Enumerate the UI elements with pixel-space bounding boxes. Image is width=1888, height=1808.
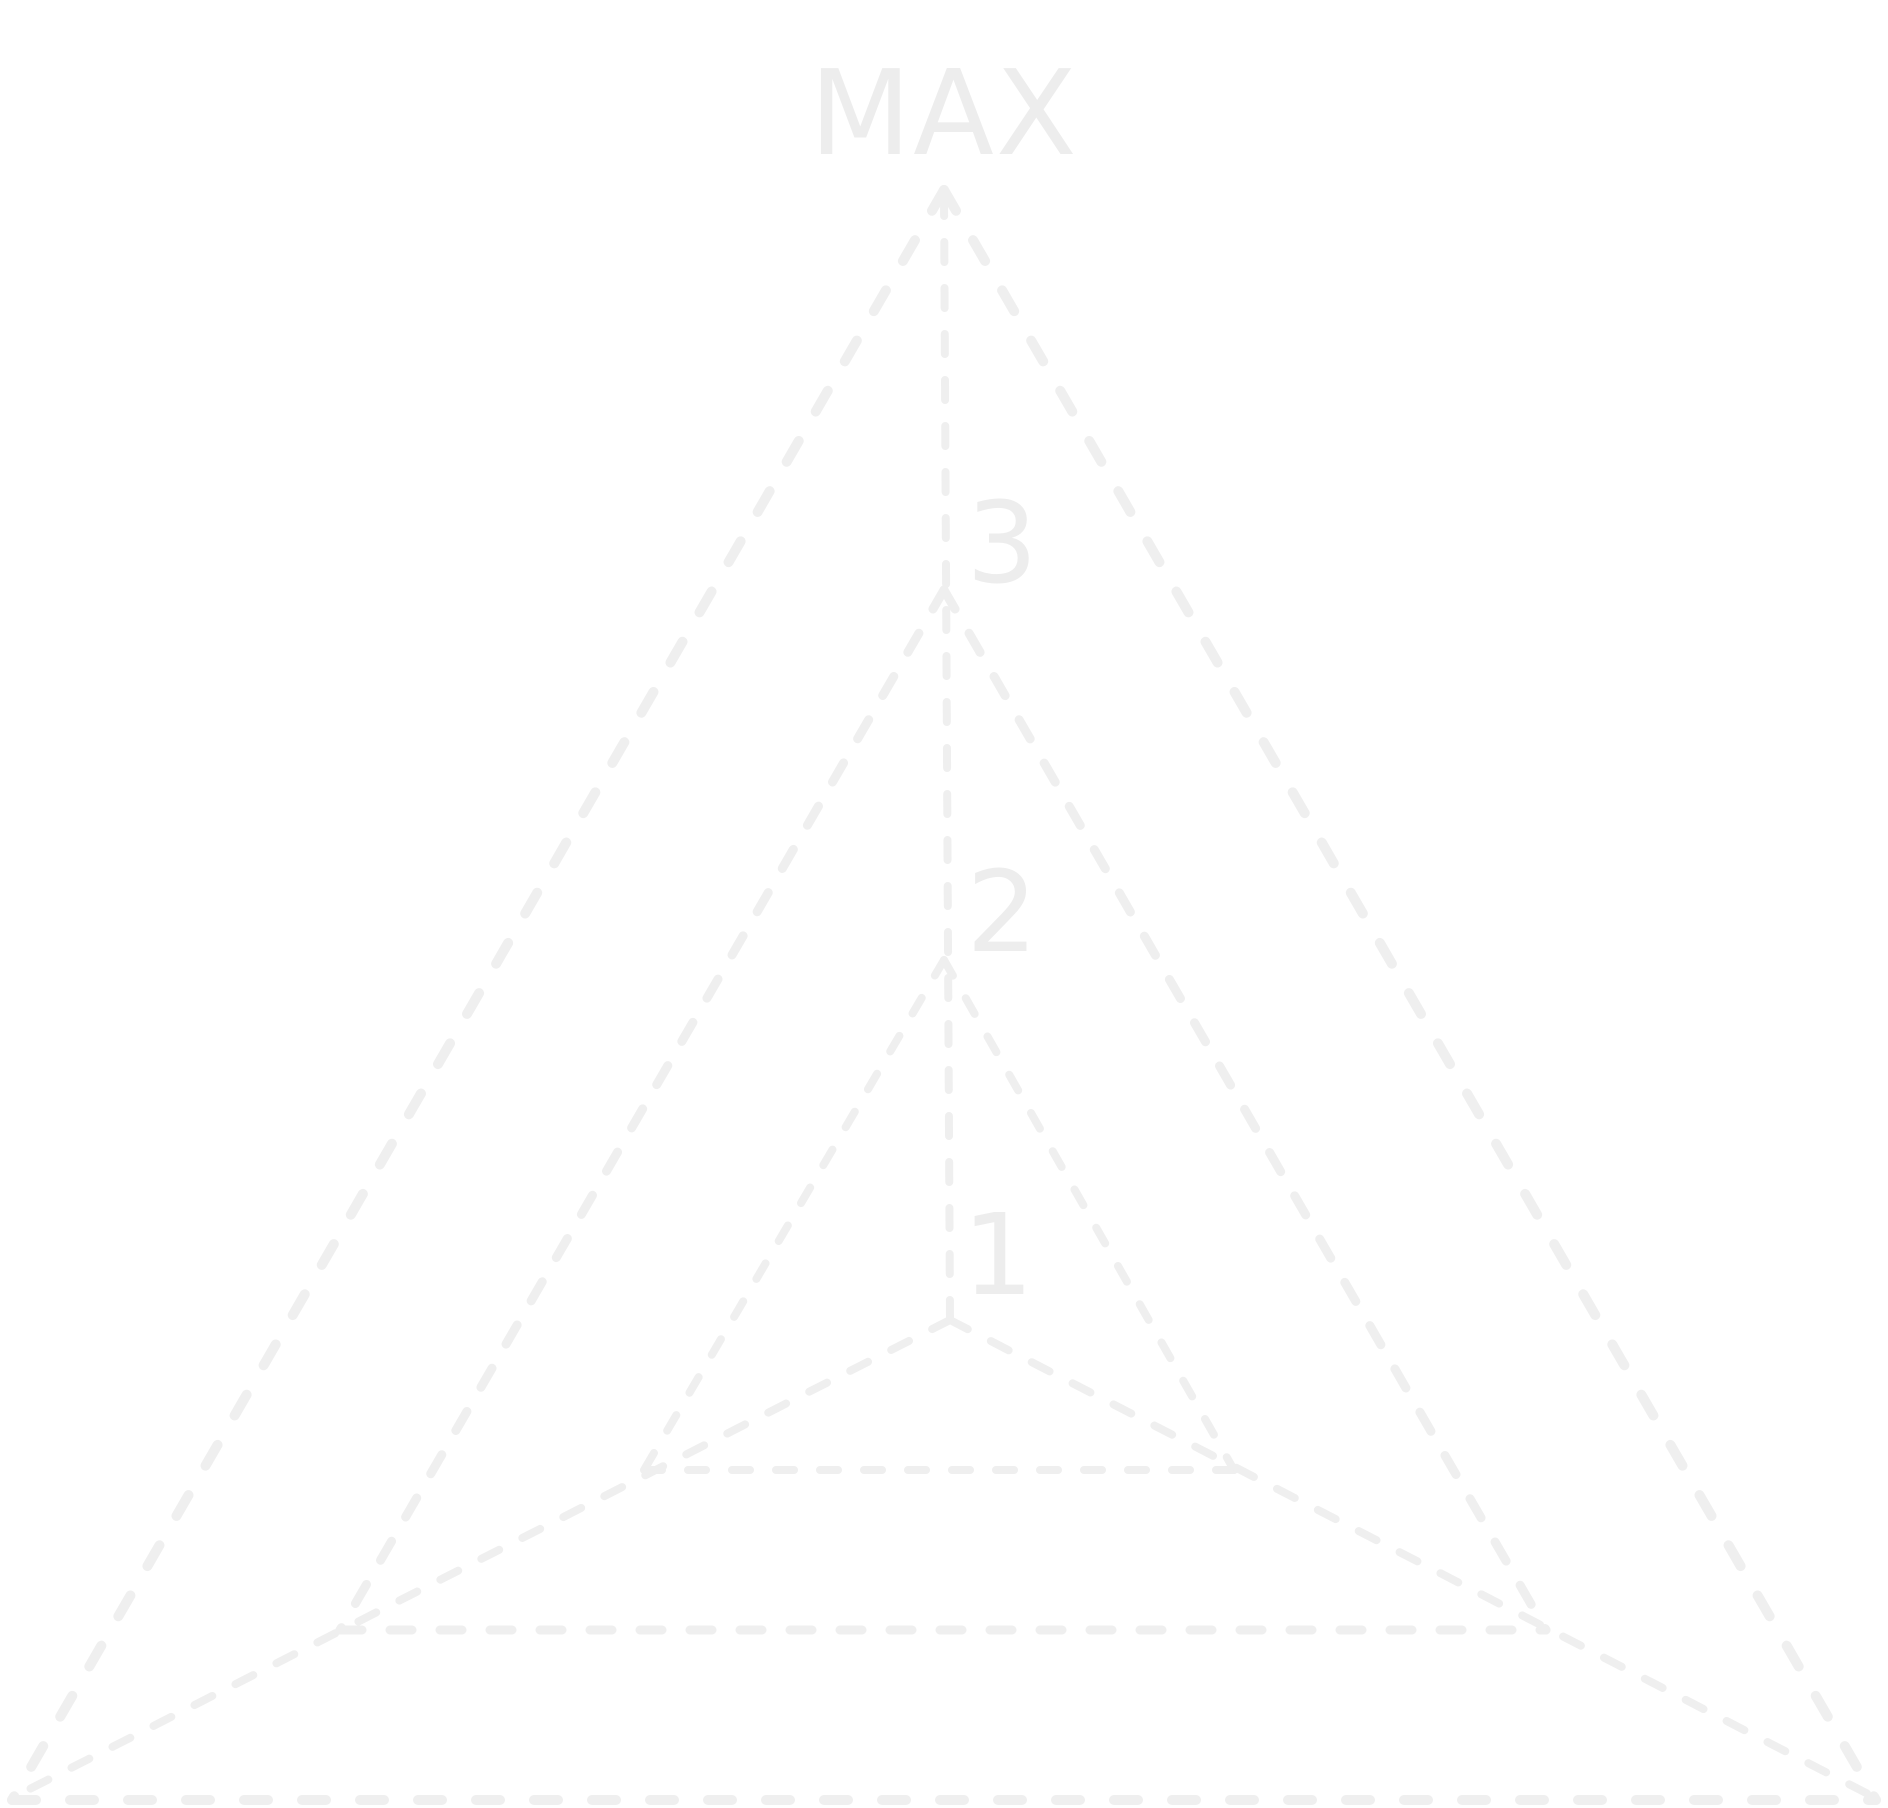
left-axis xyxy=(14,1316,954,1799)
outer-triangle xyxy=(7,185,1881,1805)
level-3-label: 3 xyxy=(966,479,1037,609)
axes xyxy=(14,188,1874,1799)
right-axis xyxy=(946,1316,1874,1799)
outer-right-edge xyxy=(939,185,1881,1805)
level-1-label: 1 xyxy=(962,1191,1033,1321)
outer-left-edge xyxy=(7,185,949,1805)
max-label: MAX xyxy=(809,44,1078,182)
inner-triangle xyxy=(640,956,1238,1474)
level-2-label: 2 xyxy=(966,848,1037,978)
middle-right-edge xyxy=(939,585,1551,1635)
middle-triangle xyxy=(335,585,1551,1635)
middle-left-edge xyxy=(335,585,949,1635)
inner-left-edge xyxy=(640,956,948,1474)
vertical-axis xyxy=(940,188,954,1324)
inner-right-edge xyxy=(940,956,1238,1474)
